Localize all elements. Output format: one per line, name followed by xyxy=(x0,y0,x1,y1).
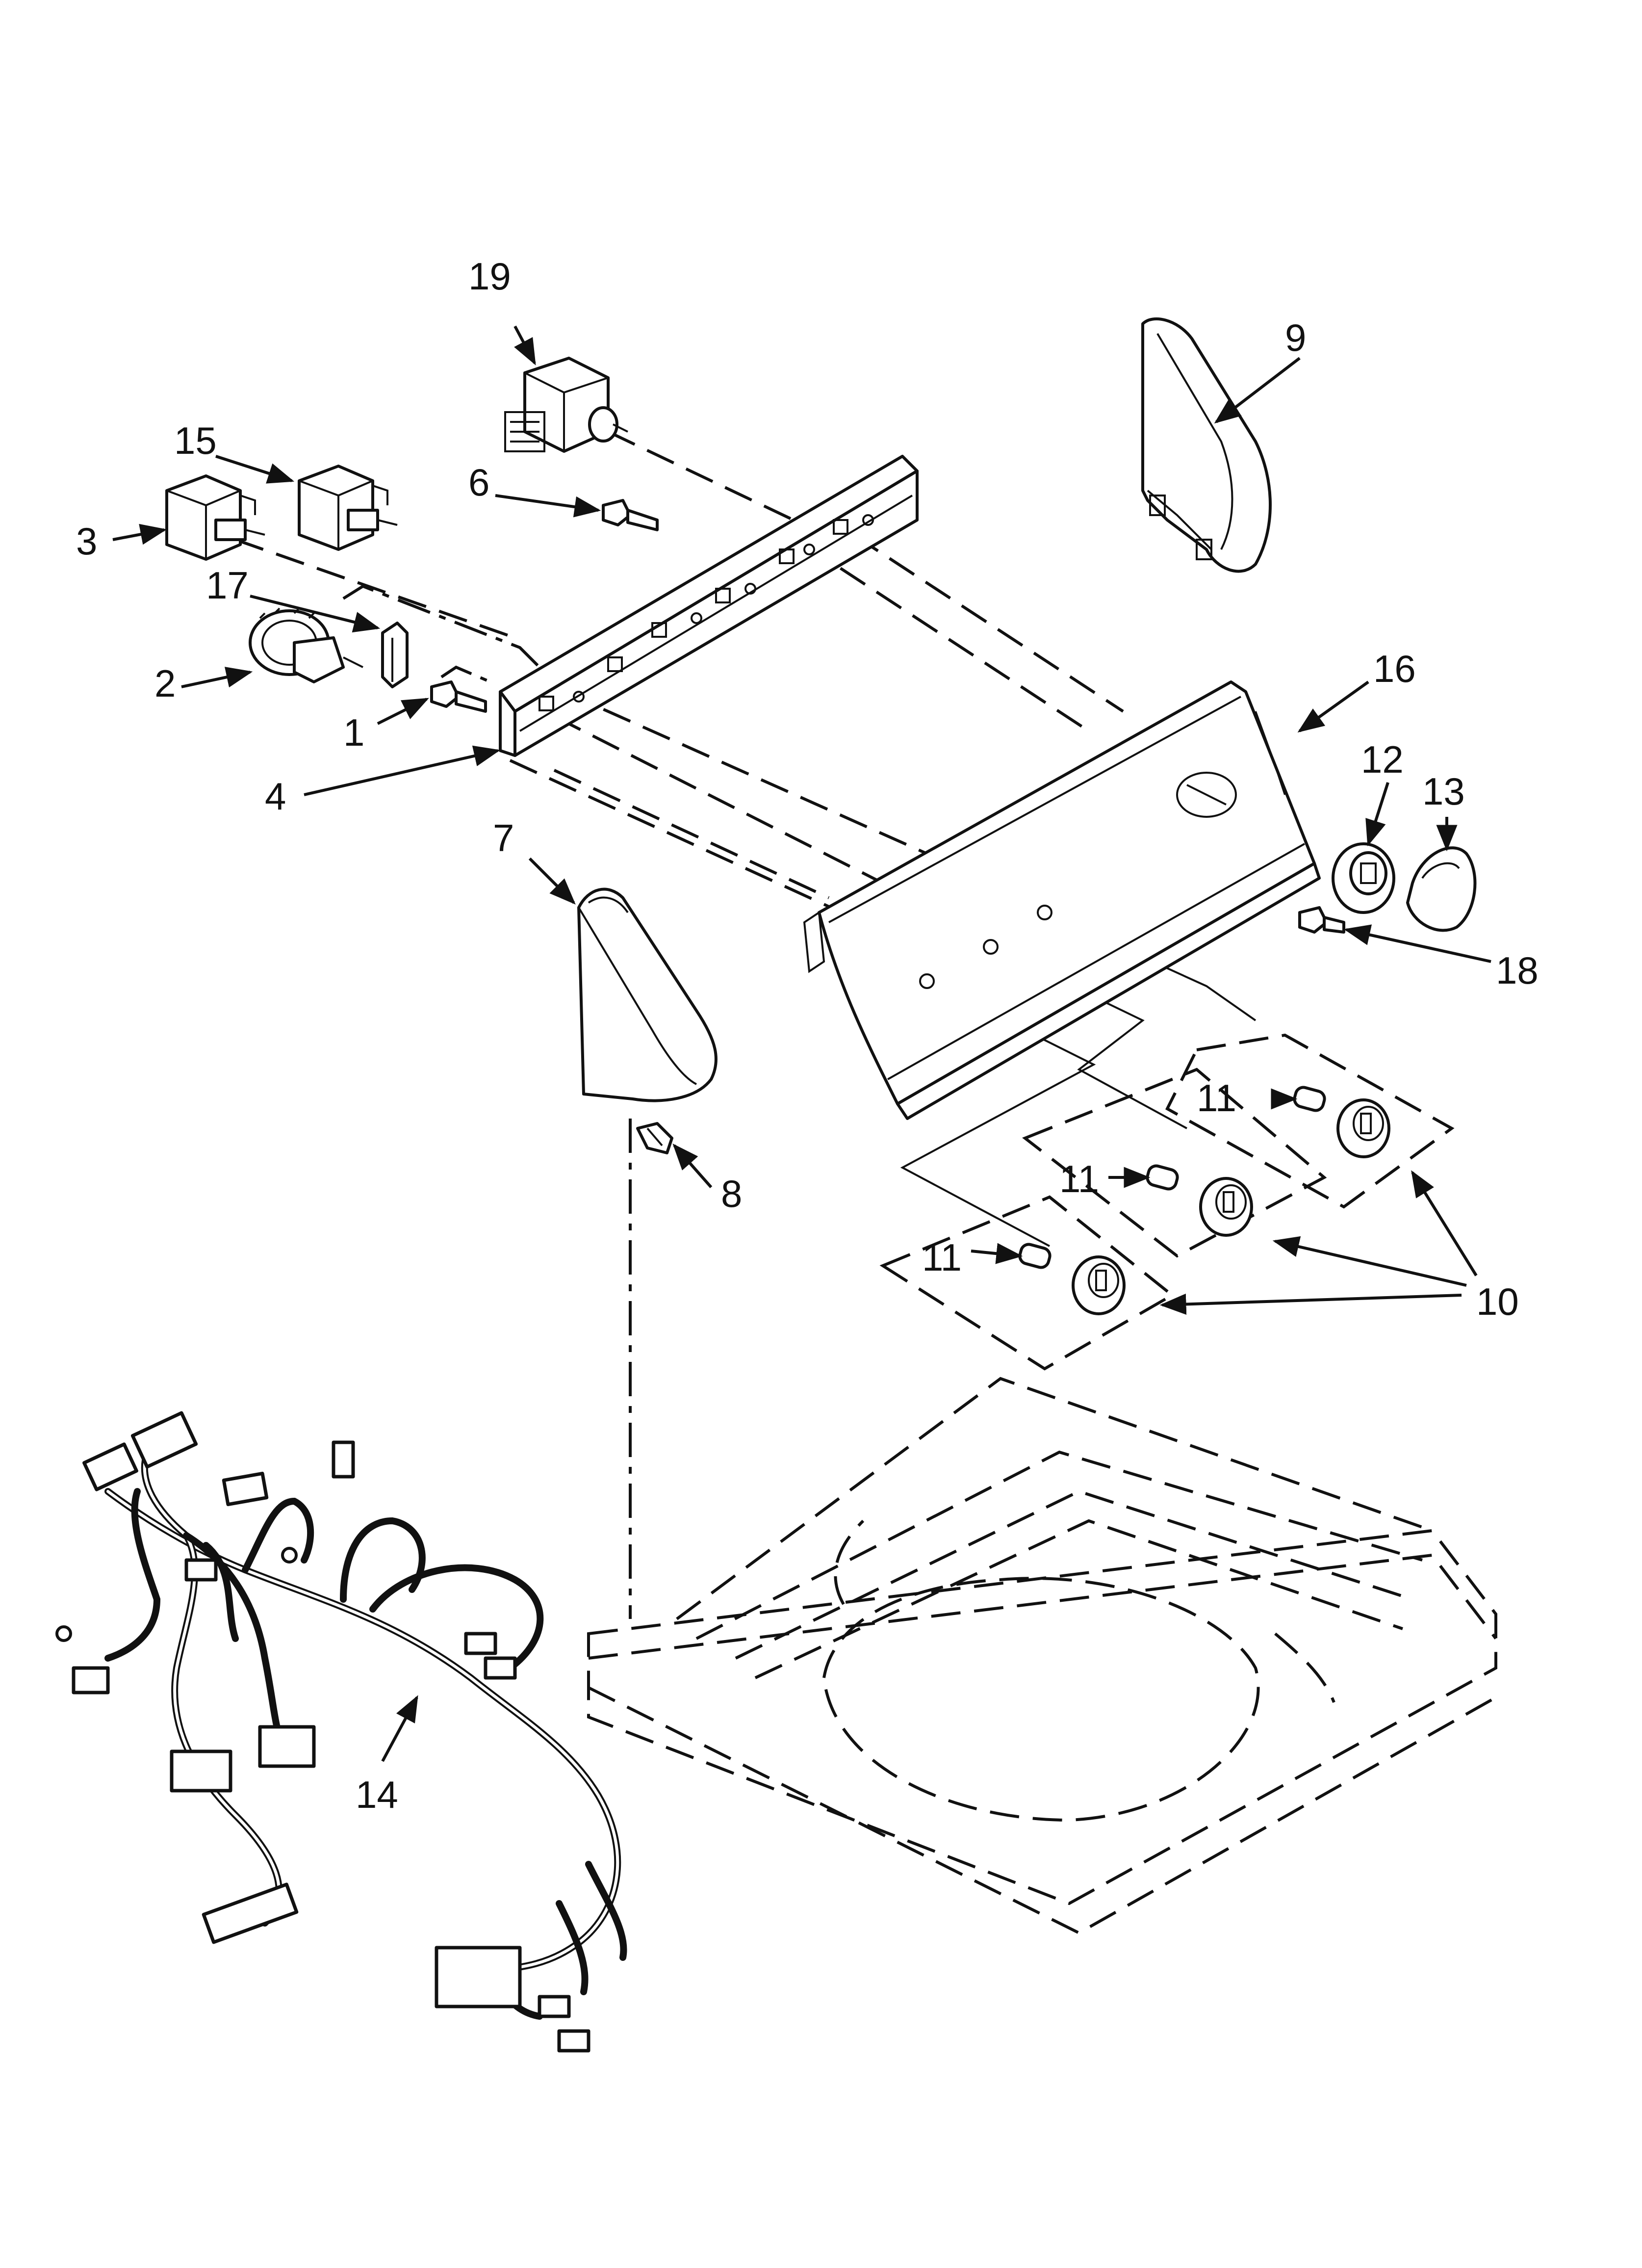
part-19-timer xyxy=(504,357,628,453)
callout-9: 9 xyxy=(1285,316,1306,359)
part-10-knob-bottom xyxy=(1072,1255,1126,1315)
part-4-control-bracket xyxy=(499,455,919,757)
callout-labels: 19 9 15 6 3 17 2 1 4 16 12 13 7 18 11 8 … xyxy=(76,255,1539,1816)
callout-18: 18 xyxy=(1496,949,1539,992)
part-10-knob-top xyxy=(1336,1098,1390,1158)
callout-11-bottom: 11 xyxy=(922,1236,962,1279)
callout-1: 1 xyxy=(343,711,364,754)
callout-7: 7 xyxy=(493,816,514,860)
part-1-screw xyxy=(430,680,487,713)
part-11-button-top xyxy=(1293,1086,1326,1112)
callout-16: 16 xyxy=(1373,647,1416,690)
part-18-screw xyxy=(1298,906,1345,934)
part-13-knob xyxy=(1406,846,1477,932)
leader-lines xyxy=(112,325,1491,1762)
callout-8: 8 xyxy=(721,1172,742,1215)
callout-10: 10 xyxy=(1476,1280,1519,1323)
part-2-rotary-switch xyxy=(249,607,363,683)
part-11-button-middle xyxy=(1146,1164,1179,1191)
assembly-lines xyxy=(235,430,1455,1619)
callout-15: 15 xyxy=(174,419,217,462)
callout-4: 4 xyxy=(265,775,286,818)
callout-2: 2 xyxy=(154,662,176,705)
part-17-clip xyxy=(381,622,409,688)
part-12-knob-skirt xyxy=(1332,842,1395,914)
callout-14: 14 xyxy=(356,1773,398,1816)
part-11-button-bottom xyxy=(1018,1243,1052,1269)
part-14-wire-harness xyxy=(55,1411,627,2053)
callout-19: 19 xyxy=(468,255,511,298)
part-7-end-cap xyxy=(577,887,718,1102)
callout-13: 13 xyxy=(1422,770,1465,813)
callout-3: 3 xyxy=(76,520,97,563)
washer-top-reference xyxy=(587,1377,1497,1935)
part-15-switch xyxy=(298,465,398,551)
part-3-switch xyxy=(165,474,265,561)
callout-12: 12 xyxy=(1361,738,1404,781)
callout-17: 17 xyxy=(206,564,249,607)
callout-11-top: 11 xyxy=(1197,1076,1236,1120)
part-8-clip xyxy=(636,1122,673,1154)
part-10-knob-middle xyxy=(1199,1177,1253,1237)
part-6-screw xyxy=(602,499,659,531)
part-16-console xyxy=(803,680,1321,1120)
part-9-end-cap xyxy=(1141,317,1272,573)
callout-6: 6 xyxy=(468,461,489,504)
callout-11-middle: 11 xyxy=(1059,1157,1099,1200)
